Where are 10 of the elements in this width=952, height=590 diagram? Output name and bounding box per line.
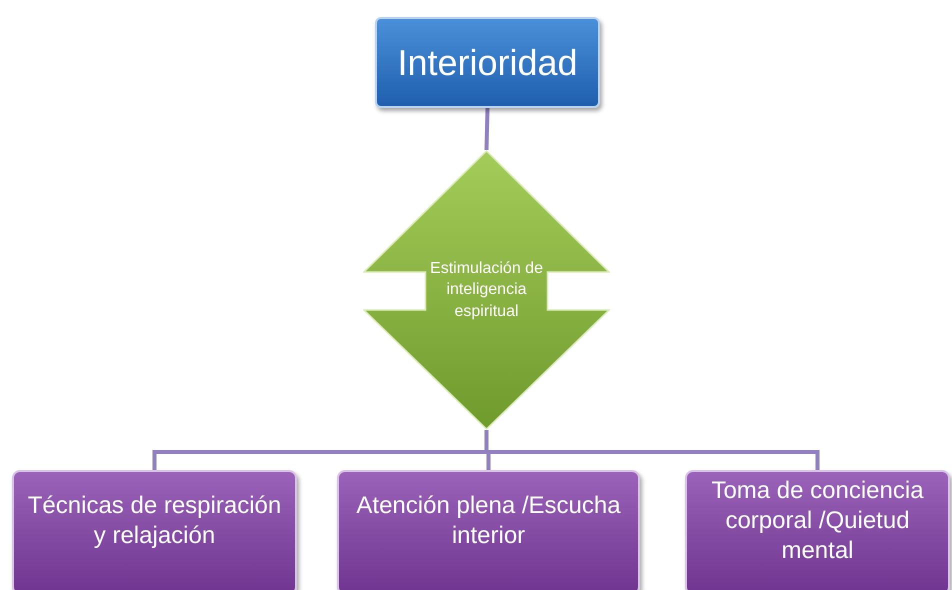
connector-line xyxy=(484,108,490,150)
topic-box xyxy=(337,470,640,590)
box-label: Técnicas de respiración y relajación xyxy=(26,490,282,550)
box-label: Toma de conciencia corporal /Quietud mental xyxy=(710,476,925,566)
arrow-label: Estimulación de inteligencia espiritual xyxy=(429,258,544,322)
box-label: Interioridad xyxy=(397,41,578,85)
topic-box xyxy=(12,470,297,590)
box-label: Atención plena /Escucha interior xyxy=(355,490,622,550)
title-box xyxy=(375,17,600,108)
topic-box xyxy=(685,470,950,590)
